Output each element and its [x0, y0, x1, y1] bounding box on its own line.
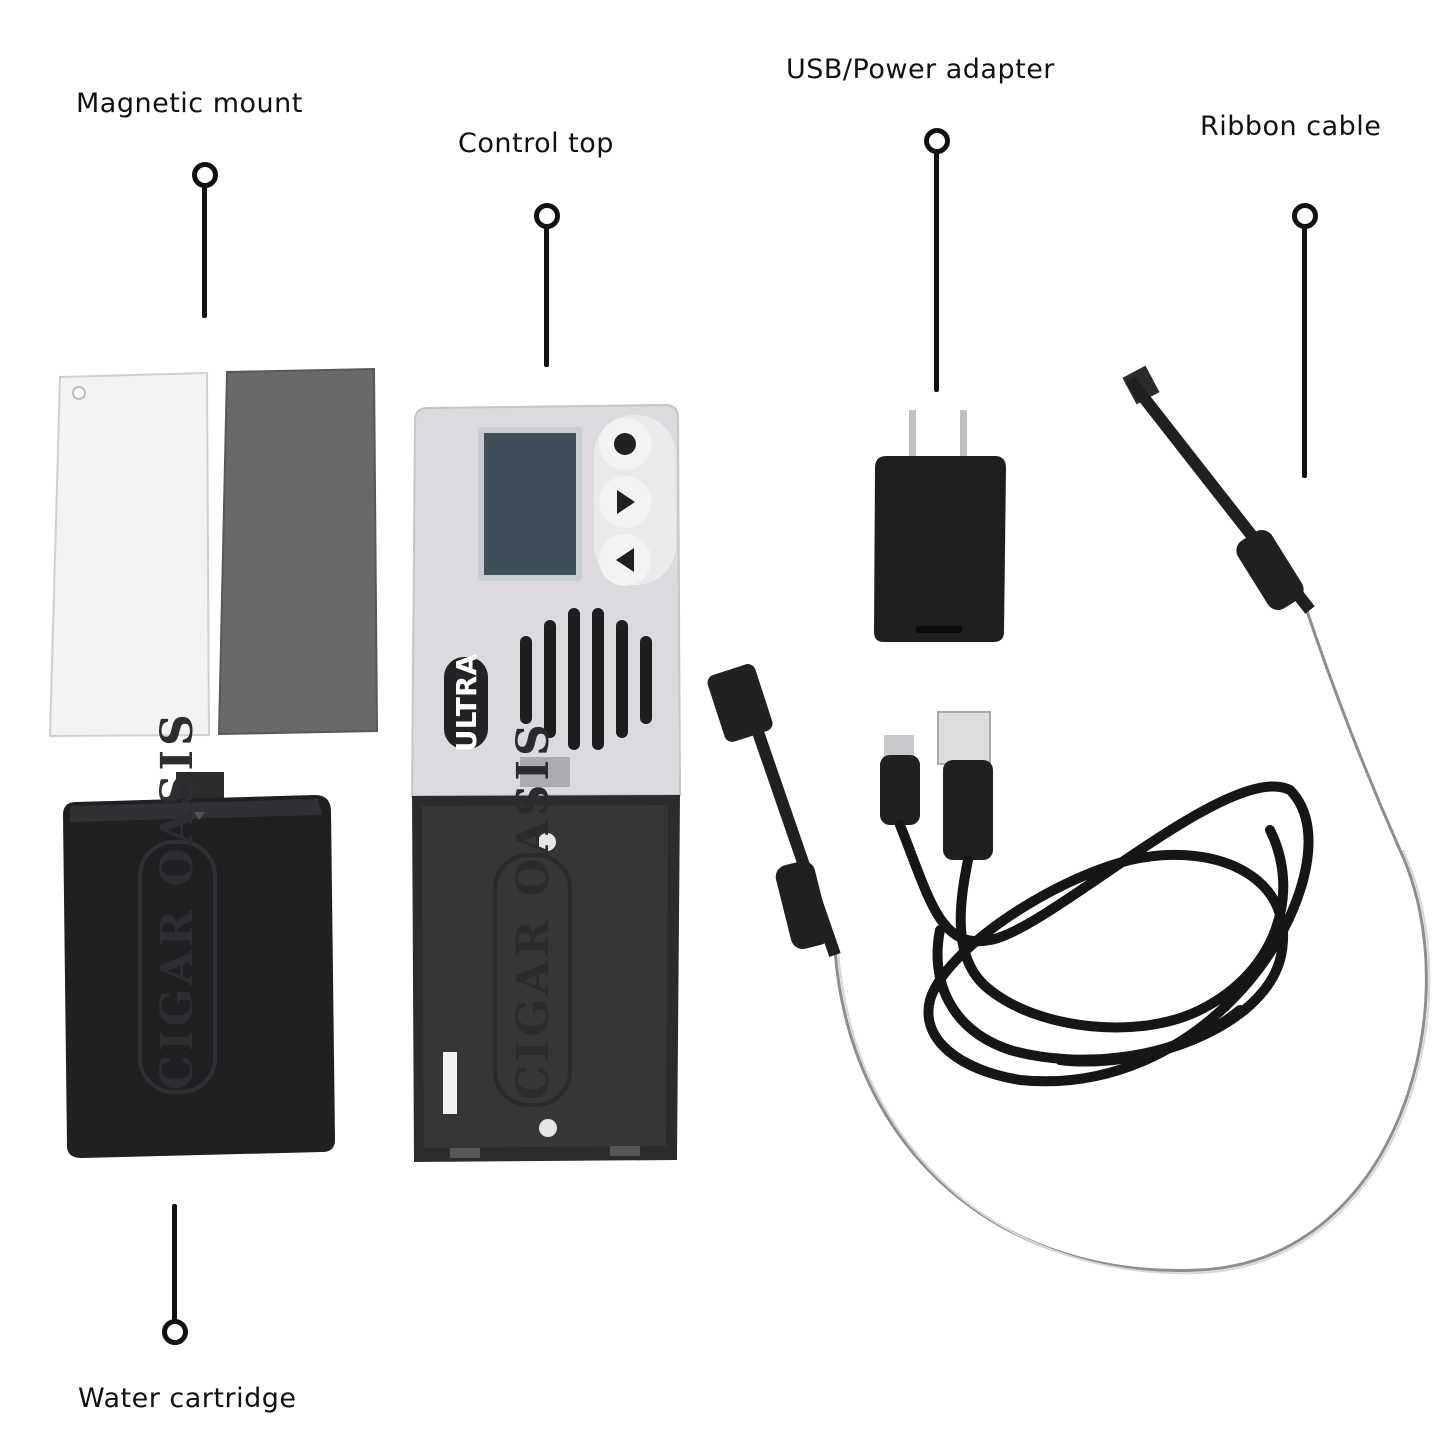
ribbon-cable [707, 365, 1431, 1275]
label-usb-power-adapter: USB/Power adapter [786, 54, 1055, 85]
label-ribbon-cable: Ribbon cable [1200, 111, 1382, 142]
fan-grille [520, 608, 652, 750]
control-top: ULTRA [410, 403, 682, 798]
play-left-icon [616, 548, 634, 572]
leader-ring-water-cartridge [162, 1319, 188, 1345]
label-water-cartridge: Water cartridge [78, 1383, 297, 1414]
control-top-tray: CIGAR OASIS [412, 720, 680, 1162]
magnetic-mount-adhesive-sheet [48, 371, 211, 738]
leader-line-water-cartridge [172, 1204, 177, 1322]
ultra-badge: ULTRA [444, 654, 488, 753]
usb-power-adapter [874, 410, 1006, 642]
label-magnetic-mount: Magnetic mount [76, 88, 303, 119]
leader-line-magnetic-mount [202, 183, 207, 318]
ultra-logo: ULTRA [450, 654, 483, 753]
label-control-top: Control top [458, 128, 614, 159]
water-cartridge-brand-logo: CIGAR OASIS [152, 710, 203, 1090]
lcd-screen [484, 433, 576, 575]
tray-brand-logo: CIGAR OASIS [508, 720, 559, 1100]
leader-line-control-top [544, 224, 549, 367]
leader-line-ribbon-cable [1302, 224, 1307, 478]
leader-line-usb-power-adapter [934, 149, 939, 392]
magnetic-mount-magnet-sheet [217, 367, 379, 736]
usb-cable [880, 711, 1314, 1087]
play-right-icon [617, 490, 635, 514]
water-cartridge: CIGAR OASIS [63, 710, 335, 1158]
power-button-icon [614, 433, 636, 455]
